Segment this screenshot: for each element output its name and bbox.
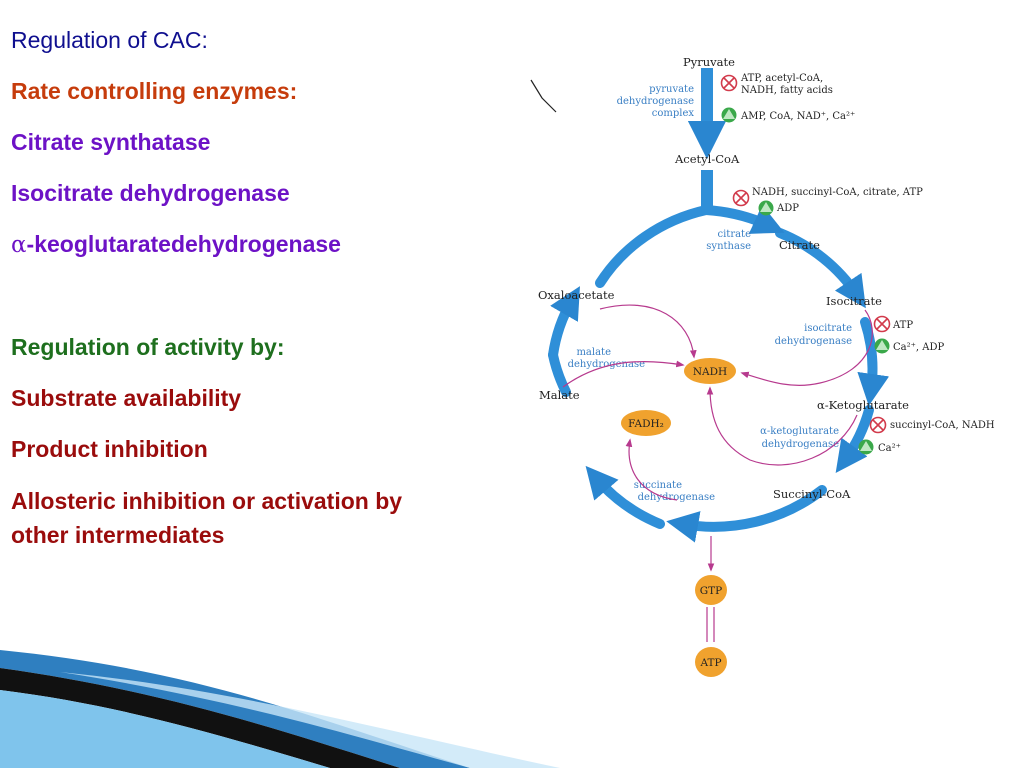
- enzyme-keoglutarate-dehydrogenase: α-keoglutaratedehydrogenase: [11, 229, 341, 260]
- sdh-label-2: dehydrogenase: [638, 492, 715, 503]
- cs-inhibit-icon: [732, 189, 750, 207]
- sdh-label-1: succinate: [634, 480, 682, 491]
- gtp-label: GTP: [700, 585, 722, 597]
- akgdh-label-1: α-ketoglutarate: [760, 426, 839, 437]
- product-arrows: [562, 304, 873, 642]
- pdh-activators: AMP, CoA, NAD⁺, Ca²⁺: [740, 111, 855, 122]
- rate-controlling-title: Rate controlling enzymes:: [11, 78, 298, 104]
- regulation-item-product-inhibition: Product inhibition: [11, 436, 208, 462]
- regulation-item-substrate: Substrate availability: [11, 385, 242, 411]
- cs-label-2: synthase: [706, 241, 751, 252]
- cs-inhibitors: NADH, succinyl-CoA, citrate, ATP: [752, 187, 923, 198]
- enzyme-isocitrate-dehydrogenase: Isocitrate dehydrogenase: [11, 180, 290, 206]
- decorative-swoosh: [0, 650, 560, 768]
- nadh-node: NADH: [684, 358, 736, 384]
- cs-activators: ADP: [776, 203, 799, 214]
- acetyl-coa-label: Acetyl-CoA: [674, 152, 740, 166]
- akgdh-label-2: dehydrogenase: [762, 439, 839, 450]
- akgdh-activate-icon: [858, 439, 874, 455]
- idh-activators: Ca²⁺, ADP: [893, 342, 944, 353]
- pdh-activate-icon: [721, 107, 737, 123]
- akgdh-inhibitors: succinyl-CoA, NADH: [890, 420, 995, 431]
- enzyme-labels: pyruvate dehydrogenase complex citrate s…: [568, 84, 852, 503]
- citrate-label: Citrate: [779, 238, 820, 252]
- pdh-label-3: complex: [652, 108, 695, 119]
- mdh-label-2: dehydrogenase: [568, 359, 645, 370]
- pdh-label-2: dehydrogenase: [617, 96, 694, 107]
- enzyme-citrate-synthatase: Citrate synthatase: [11, 129, 211, 155]
- pdh-label-1: pyruvate: [649, 84, 694, 95]
- succinyl-coa-label: Succinyl-CoA: [773, 487, 851, 501]
- fadh2-label: FADH₂: [628, 418, 664, 430]
- cycle-ring: [548, 204, 890, 543]
- alpha-ketoglutarate-label: α-Ketoglutarate: [817, 398, 909, 412]
- akgdh-activators: Ca²⁺: [878, 443, 901, 454]
- idh-inhibitors: ATP: [892, 320, 913, 331]
- decorative-stroke: [530, 79, 557, 113]
- enzyme3-text: -keoglutaratedehydrogenase: [26, 231, 341, 257]
- malate-label: Malate: [539, 388, 580, 402]
- cs-activate-icon: [758, 200, 774, 216]
- oxaloacetate-label: Oxaloacetate: [538, 288, 615, 302]
- regulation-item-allosteric-line1: Allosteric inhibition or activation by: [11, 488, 403, 514]
- idh-inhibit-icon: [873, 315, 891, 333]
- pdh-inhibitors-1: ATP, acetyl-CoA,: [740, 73, 823, 84]
- atp-label: ATP: [699, 657, 721, 669]
- idh-activate-icon: [874, 338, 890, 354]
- pyruvate-label: Pyruvate: [683, 55, 735, 69]
- akgdh-inhibit-icon: [869, 416, 887, 434]
- slide-heading: Regulation of CAC:: [11, 27, 208, 53]
- gtp-node: GTP: [695, 575, 727, 605]
- isocitrate-label: Isocitrate: [826, 294, 882, 308]
- regulation-title: Regulation of activity by:: [11, 334, 285, 360]
- pdh-inhibitors-2: NADH, fatty acids: [741, 85, 833, 96]
- regulation-item-allosteric-line2: other intermediates: [11, 522, 225, 548]
- alpha-symbol: α: [11, 232, 27, 258]
- regulator-texts: ATP, acetyl-CoA, NADH, fatty acids AMP, …: [740, 73, 995, 454]
- fadh2-node: FADH₂: [621, 410, 671, 436]
- mdh-label-1: malate: [576, 347, 611, 358]
- nadh-label: NADH: [693, 366, 727, 378]
- pdh-inhibit-icon: [720, 74, 738, 92]
- idh-label-2: dehydrogenase: [775, 336, 852, 347]
- idh-label-1: isocitrate: [804, 323, 852, 334]
- atp-node: ATP: [695, 647, 727, 677]
- cs-label-1: citrate: [718, 229, 752, 240]
